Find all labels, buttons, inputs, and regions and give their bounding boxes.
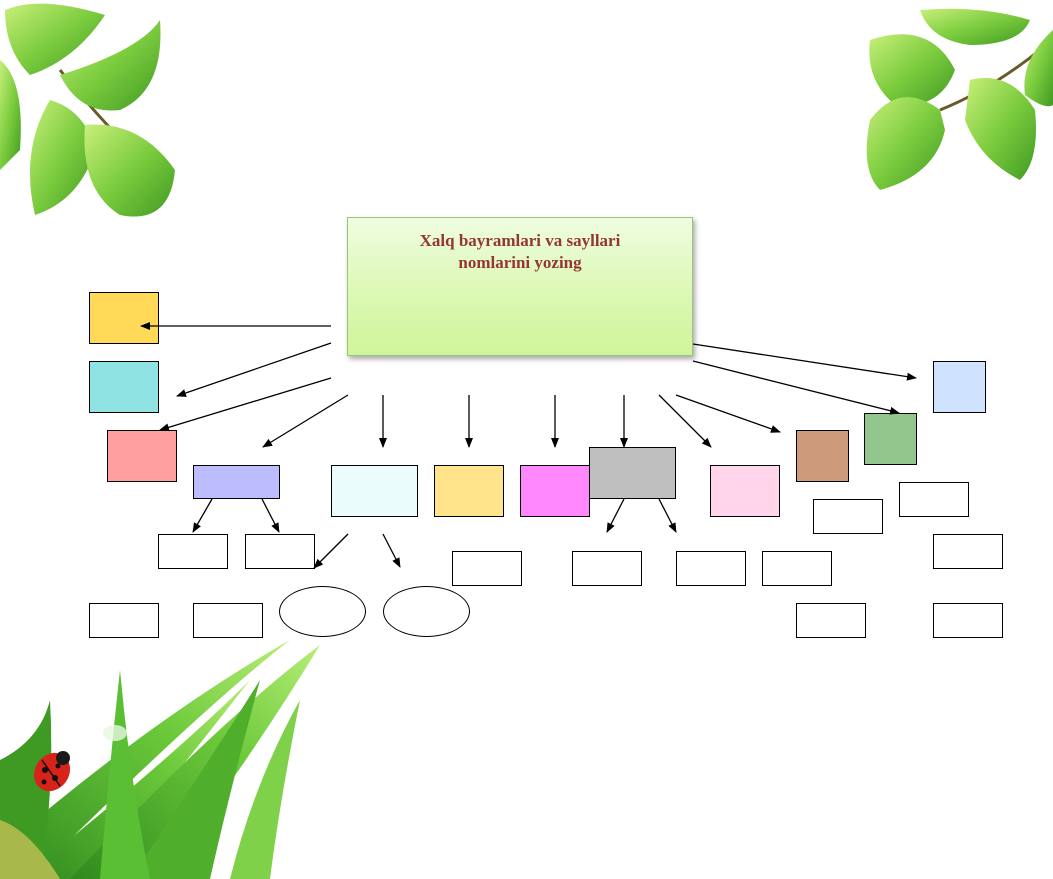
arrow <box>606 498 625 533</box>
title-box: Xalq bayramlari va sayllari nomlarini yo… <box>347 217 693 356</box>
answer-box[interactable] <box>158 534 228 569</box>
arrow <box>658 498 677 533</box>
box-brown <box>796 430 849 482</box>
arrow <box>176 342 332 397</box>
box-magenta <box>520 465 590 517</box>
arrow <box>159 377 332 432</box>
answer-box[interactable] <box>89 603 159 638</box>
arrow <box>262 394 349 448</box>
box-light-cyan <box>331 465 418 517</box>
answer-ellipse[interactable] <box>383 586 470 637</box>
answer-box[interactable] <box>572 551 642 586</box>
answer-box[interactable] <box>452 551 522 586</box>
box-cyan <box>89 361 159 413</box>
grass-bottom-left-icon <box>0 640 320 879</box>
arrow <box>692 343 917 381</box>
box-light-yellow <box>434 465 504 517</box>
arrow <box>192 498 213 533</box>
arrow <box>313 533 349 569</box>
title-text: Xalq bayramlari va sayllari nomlarini yo… <box>419 231 621 272</box>
answer-box[interactable] <box>193 603 263 638</box>
ladybug-icon <box>33 751 71 792</box>
answer-box[interactable] <box>245 534 315 569</box>
answer-box[interactable] <box>796 603 866 638</box>
answer-box[interactable] <box>813 499 883 534</box>
arrow <box>382 533 401 568</box>
answer-box[interactable] <box>933 534 1003 569</box>
box-lavender <box>193 465 280 499</box>
answer-box[interactable] <box>762 551 832 586</box>
leaves-top-left-icon <box>0 3 175 217</box>
answer-box[interactable] <box>899 482 969 517</box>
box-light-blue <box>933 361 986 413</box>
answer-box[interactable] <box>676 551 746 586</box>
leaves-top-right-icon <box>866 8 1053 190</box>
arrow <box>261 498 280 533</box>
answer-box[interactable] <box>933 603 1003 638</box>
box-light-pink <box>710 465 780 517</box>
arrow <box>675 394 781 433</box>
answer-ellipse[interactable] <box>279 586 366 637</box>
arrow <box>692 360 900 415</box>
box-yellow <box>89 292 159 344</box>
box-pink <box>107 430 177 482</box>
box-gray <box>589 447 676 499</box>
arrow <box>658 394 712 448</box>
